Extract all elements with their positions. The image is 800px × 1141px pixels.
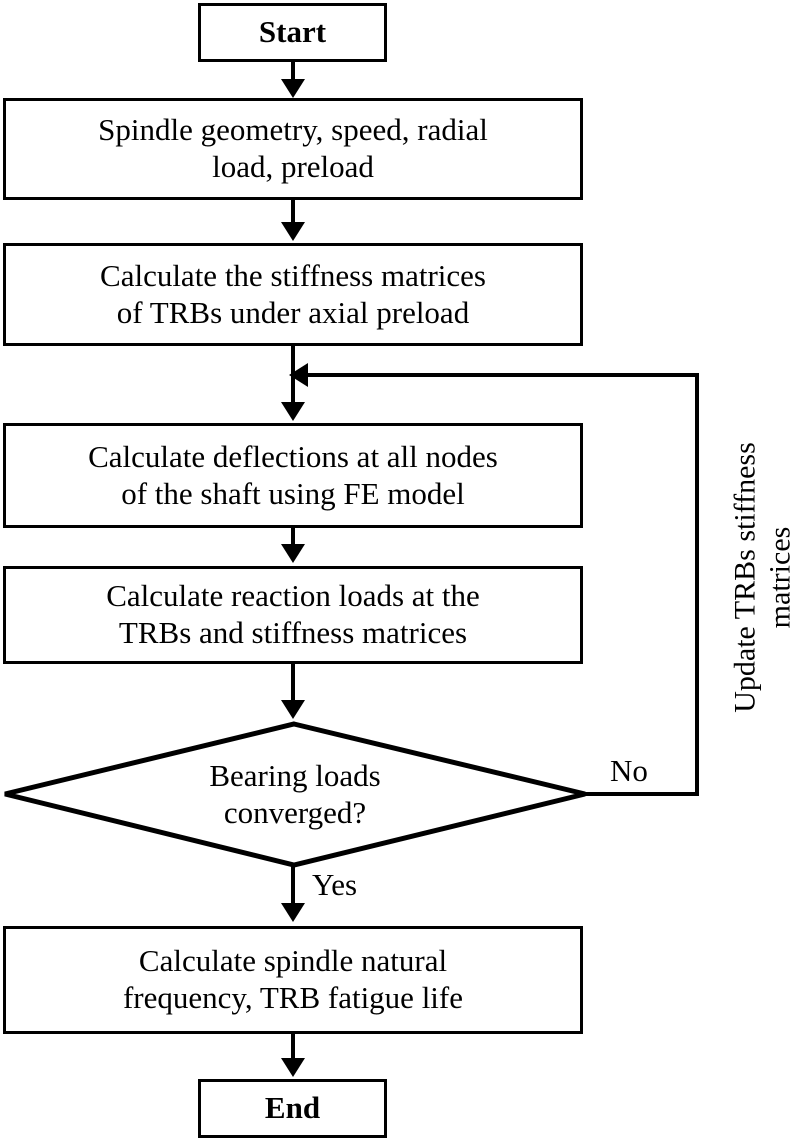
connector-decision-to-results <box>291 864 295 908</box>
arrowhead-start-to-inputs <box>281 79 305 98</box>
arrowhead-results-to-end <box>281 1058 305 1077</box>
node-reaction-loads-text: Calculate reaction loads at the TRBs and… <box>14 578 572 651</box>
arrowhead-feedback-into-main <box>289 363 308 387</box>
node-bearing-stiffness-line1: Calculate the stiffness matrices <box>100 257 486 293</box>
connector-inputs-to-stiffness <box>291 200 295 226</box>
node-bearing-stiffness: Calculate the stiffness matrices of TRBs… <box>3 243 583 346</box>
node-end-label: End <box>264 1090 321 1126</box>
feedback-loop-line2: matrices <box>763 526 796 629</box>
node-deflections-line1: Calculate deflections at all nodes <box>88 438 498 474</box>
arrowhead-stiffness-to-deflections <box>281 402 305 421</box>
node-deflections-text: Calculate deflections at all nodes of th… <box>14 439 572 512</box>
feedback-loop-label: Update TRBs stiffness matrices <box>729 423 800 733</box>
node-start: Start <box>198 3 387 62</box>
node-end: End <box>198 1079 387 1138</box>
feedback-vertical-right <box>695 373 699 796</box>
connector-deflections-to-reactions <box>291 528 295 550</box>
edge-label-yes: Yes <box>312 867 358 902</box>
node-inputs: Spindle geometry, speed, radial load, pr… <box>3 98 583 200</box>
node-inputs-line2: load, preload <box>212 149 374 184</box>
node-results-line2: frequency, TRB fatigue life <box>122 980 464 1015</box>
node-deflections: Calculate deflections at all nodes of th… <box>3 423 583 528</box>
arrowhead-inputs-to-stiffness <box>281 222 305 241</box>
node-bearing-stiffness-line2: of TRBs under axial preload <box>116 294 470 330</box>
arrowhead-deflections-to-reactions <box>281 544 305 563</box>
arrowhead-reactions-to-decision <box>281 700 305 719</box>
arrowhead-decision-to-results <box>281 903 305 922</box>
feedback-horizontal-bottom <box>581 792 699 796</box>
node-reaction-loads-line1: Calculate reaction loads at the <box>106 578 480 614</box>
node-deflections-line2: of the shaft using FE model <box>121 475 465 511</box>
node-reaction-loads: Calculate reaction loads at the TRBs and… <box>3 566 583 664</box>
node-start-label: Start <box>258 14 327 50</box>
node-reaction-loads-line2: TRBs and stiffness matrices <box>118 615 468 650</box>
node-results-text: Calculate spindle natural frequency, TRB… <box>14 943 572 1016</box>
node-inputs-line1: Spindle geometry, speed, radial <box>98 112 488 148</box>
connector-reactions-to-decision <box>291 664 295 704</box>
edge-label-no: No <box>610 753 648 788</box>
connector-results-to-end <box>291 1034 295 1062</box>
feedback-loop-line1: Update TRBs stiffness <box>728 442 762 713</box>
decision-diamond-shape <box>4 721 586 868</box>
feedback-horizontal-top <box>302 373 699 377</box>
connector-start-to-inputs <box>291 62 295 86</box>
node-decision: Bearing loads converged? <box>0 720 590 870</box>
node-inputs-text: Spindle geometry, speed, radial load, pr… <box>14 112 572 185</box>
node-results: Calculate spindle natural frequency, TRB… <box>3 926 583 1034</box>
node-bearing-stiffness-text: Calculate the stiffness matrices of TRBs… <box>14 258 572 331</box>
node-results-line1: Calculate spindle natural <box>138 943 448 979</box>
